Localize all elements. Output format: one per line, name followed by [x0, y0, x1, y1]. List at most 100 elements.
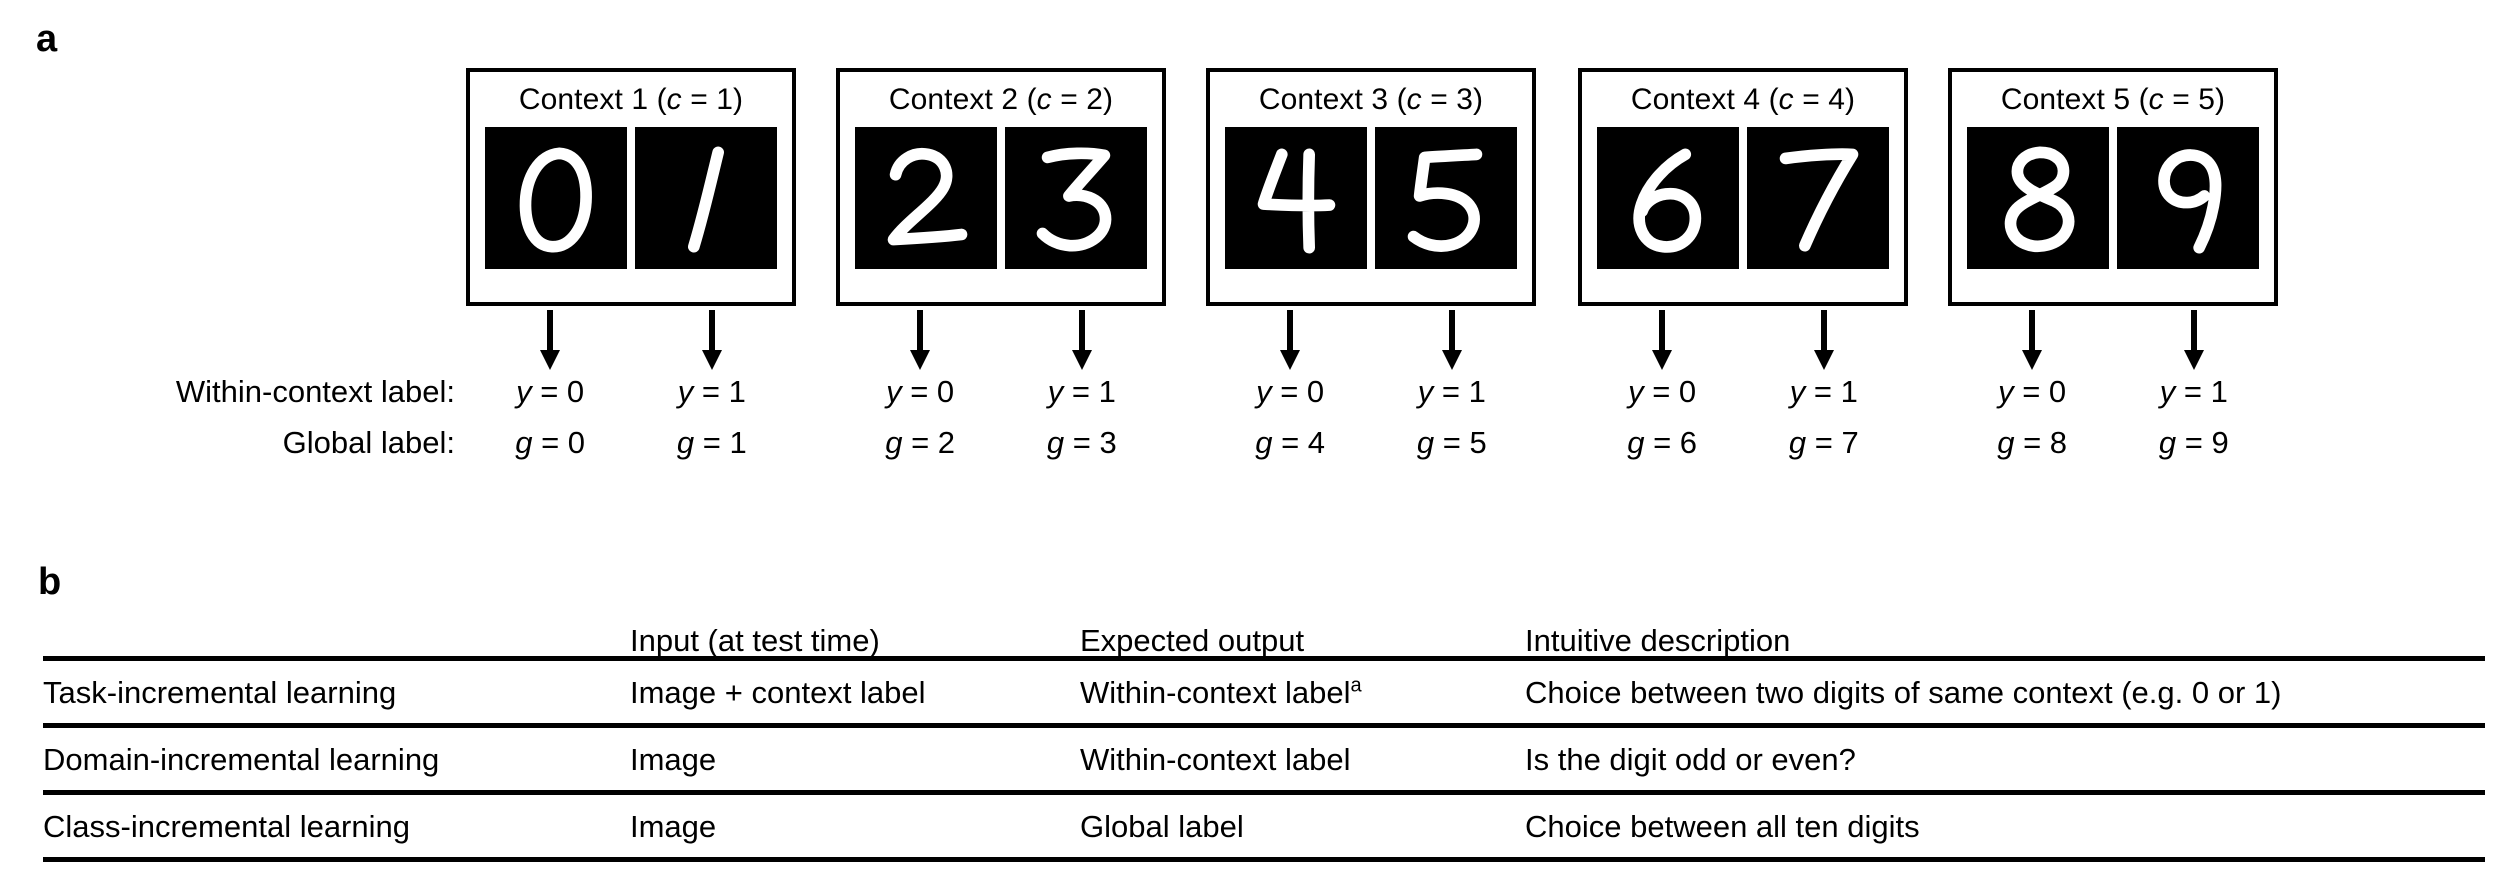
- table-header-description: Intuitive description: [1525, 556, 2485, 661]
- global-label-value-5: g = 5: [1392, 427, 1512, 458]
- context-title-prefix: Context 5 (: [2000, 83, 2149, 116]
- label-value: = 6: [1644, 425, 1698, 460]
- context-title-suffix: = 3): [1421, 83, 1484, 116]
- label-variable: g: [1416, 425, 1435, 460]
- label-variable: y: [1998, 374, 2014, 409]
- cell-input: Image: [630, 808, 717, 844]
- global-label-value-2: g = 2: [860, 427, 980, 458]
- label-value: = 0: [531, 374, 585, 409]
- digit-image-9: [2117, 127, 2259, 269]
- label-value: = 1: [693, 374, 746, 409]
- context-variable-c: c: [1406, 83, 1422, 116]
- panel-a-letter: a: [36, 18, 57, 60]
- label-variable: g: [1627, 425, 1645, 460]
- label-value: = 1: [1433, 374, 1486, 409]
- label-value: = 7: [1806, 425, 1859, 460]
- context-title-prefix: Context 2 (: [888, 83, 1037, 116]
- label-value: = 0: [901, 374, 955, 409]
- context-title-suffix: = 5): [2163, 83, 2226, 116]
- label-value: = 1: [1063, 374, 1116, 409]
- context-title-5: Context 5 (c = 5): [1952, 72, 2274, 115]
- label-variable: y: [886, 374, 902, 409]
- label-value: = 1: [1805, 374, 1858, 409]
- context-variable-c: c: [1778, 83, 1794, 116]
- table-row: Task-incremental learning Image + context…: [43, 659, 2485, 726]
- within-context-label-value-2: y = 0: [860, 376, 980, 407]
- cell-input: Image + context label: [630, 674, 926, 710]
- within-context-label-value-5: y = 1: [1392, 376, 1512, 407]
- table-header-expected-output: Expected output: [1080, 556, 1525, 661]
- label-value: = 0: [1271, 374, 1325, 409]
- arrow-down-7: [1811, 310, 1837, 372]
- within-context-label-value-3: y = 1: [1022, 376, 1142, 407]
- label-variable: g: [2158, 425, 2177, 460]
- within-context-label-value-4: y = 0: [1230, 376, 1350, 407]
- digit-image-6: [1597, 127, 1739, 269]
- context-title-2: Context 2 (c = 2): [840, 72, 1162, 115]
- label-variable: y: [516, 374, 532, 409]
- digit-image-0: [485, 127, 627, 269]
- label-variable: y: [1789, 374, 1806, 409]
- arrow-down-1: [699, 310, 725, 372]
- digit-image-8: [1967, 127, 2109, 269]
- context-box-1: Context 1 (c = 1): [466, 68, 796, 306]
- global-label-value-3: g = 3: [1022, 427, 1142, 458]
- context-variable-c: c: [2148, 83, 2164, 116]
- cell-expected-output: Global label: [1080, 793, 1525, 860]
- cell-scenario: Task-incremental learning: [43, 674, 397, 710]
- table-header-row: Input (at test time) Expected output Int…: [43, 556, 2485, 661]
- cell-scenario: Class-incremental learning: [43, 808, 410, 844]
- label-variable: g: [885, 425, 903, 460]
- label-value: = 0: [532, 425, 586, 460]
- global-label-value-7: g = 7: [1764, 427, 1884, 458]
- digit-image-3: [1005, 127, 1147, 269]
- within-context-label-value-6: y = 0: [1602, 376, 1722, 407]
- label-value: = 4: [1272, 425, 1326, 460]
- global-label-value-6: g = 6: [1602, 427, 1722, 458]
- label-variable: g: [515, 425, 533, 460]
- global-label-value-4: g = 4: [1230, 427, 1350, 458]
- digit-image-1: [635, 127, 777, 269]
- label-value: = 1: [2175, 374, 2228, 409]
- label-value: = 2: [902, 425, 956, 460]
- label-variable: y: [1628, 374, 1644, 409]
- label-value: = 3: [1064, 425, 1117, 460]
- within-context-label-value-1: y = 1: [652, 376, 772, 407]
- digit-thumbnail-pair-1: [470, 127, 792, 269]
- arrow-down-9: [2181, 310, 2207, 372]
- within-context-label-value-8: y = 0: [1972, 376, 2092, 407]
- digit-thumbnail-pair-5: [1952, 127, 2274, 269]
- cell-description: Is the digit odd or even?: [1525, 741, 1856, 777]
- arrow-down-6: [1649, 310, 1675, 372]
- within-context-label-value-0: y = 0: [490, 376, 610, 407]
- cell-description: Choice between two digits of same contex…: [1525, 674, 2282, 710]
- table-header-scenario: [43, 556, 630, 661]
- context-title-3: Context 3 (c = 3): [1210, 72, 1532, 115]
- scenarios-table: Input (at test time) Expected output Int…: [43, 556, 2485, 862]
- context-variable-c: c: [1036, 83, 1052, 116]
- digit-thumbnail-pair-3: [1210, 127, 1532, 269]
- context-variable-c: c: [666, 83, 682, 116]
- label-variable: y: [2159, 374, 2176, 409]
- arrow-down-8: [2019, 310, 2045, 372]
- within-context-label-value-9: y = 1: [2134, 376, 2254, 407]
- context-box-3: Context 3 (c = 3): [1206, 68, 1536, 306]
- digit-image-7: [1747, 127, 1889, 269]
- context-title-suffix: = 2): [1051, 83, 1114, 116]
- label-variable: g: [1046, 425, 1065, 460]
- context-title-prefix: Context 3 (: [1258, 83, 1407, 116]
- context-title-suffix: = 4): [1793, 83, 1856, 116]
- label-variable: y: [677, 374, 694, 409]
- within-context-label-caption: Within-context label:: [175, 374, 455, 409]
- digit-image-2: [855, 127, 997, 269]
- context-title-prefix: Context 1 (: [518, 83, 667, 116]
- digit-image-4: [1225, 127, 1367, 269]
- context-box-4: Context 4 (c = 4): [1578, 68, 1908, 306]
- label-variable: g: [1788, 425, 1807, 460]
- label-variable: g: [1997, 425, 2015, 460]
- panel-a: a Context 1 (c = 1)Context 2 (c = 2)Cont…: [36, 18, 2278, 460]
- label-variable: y: [1047, 374, 1064, 409]
- cell-description: Choice between all ten digits: [1525, 808, 1920, 844]
- label-value: = 8: [2014, 425, 2068, 460]
- context-title-4: Context 4 (c = 4): [1582, 72, 1904, 115]
